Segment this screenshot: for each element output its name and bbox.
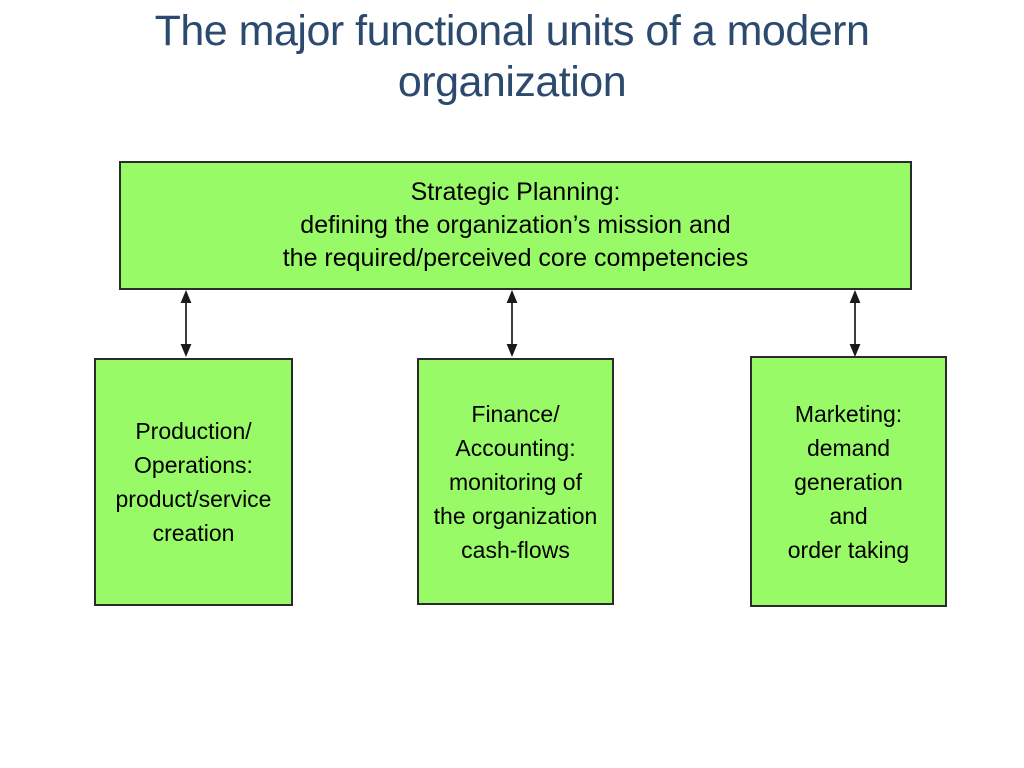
strategic-planning-box: Strategic Planning: defining the organiz… bbox=[119, 161, 912, 290]
double-arrow-icon bbox=[506, 290, 518, 357]
connector-strategic-to-marketing bbox=[847, 290, 863, 357]
finance-accounting-box: Finance/ Accounting: monitoring of the o… bbox=[417, 358, 614, 605]
page-title: The major functional units of a modern o… bbox=[0, 6, 1024, 108]
marketing-text: Marketing: demand generation and order t… bbox=[787, 400, 910, 563]
connector-strategic-to-production bbox=[178, 290, 194, 357]
page-title-line-2: organization bbox=[397, 58, 627, 106]
connector-strategic-to-finance bbox=[504, 290, 520, 357]
double-arrow-icon bbox=[180, 290, 192, 357]
strategic-planning-text: Strategic Planning: defining the organiz… bbox=[282, 178, 749, 272]
production-operations-text: Production/ Operations: product/service … bbox=[115, 418, 272, 546]
double-arrow-icon bbox=[849, 290, 861, 357]
finance-accounting-text: Finance/ Accounting: monitoring of the o… bbox=[433, 400, 598, 563]
production-operations-box: Production/ Operations: product/service … bbox=[94, 358, 293, 606]
page-title-line-1: The major functional units of a modern bbox=[154, 7, 870, 55]
marketing-box: Marketing: demand generation and order t… bbox=[750, 356, 947, 607]
